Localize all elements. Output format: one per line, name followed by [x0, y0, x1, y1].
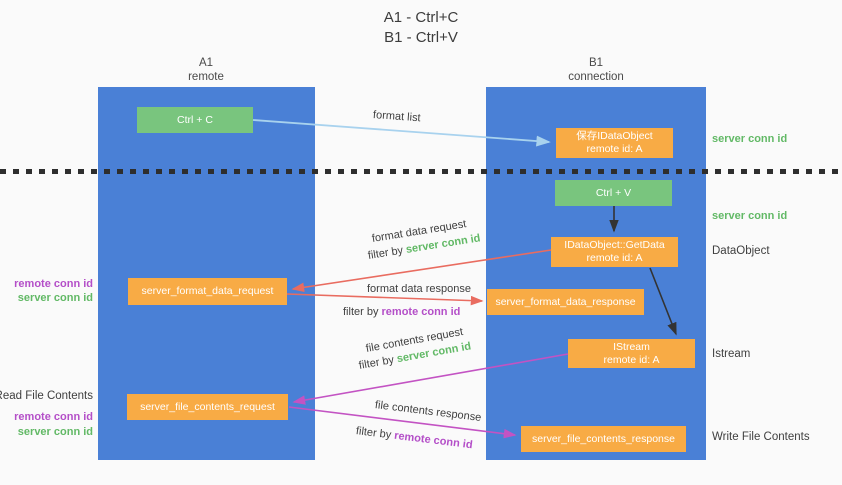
annotation-remote-conn-id-file: remote conn id	[14, 411, 93, 423]
istream-line1: IStream	[613, 340, 650, 353]
annotation-remote-conn-id-format: remote conn id	[14, 278, 93, 290]
server-format-data-response-label: server_format_data_response	[495, 295, 636, 308]
column-b1-role: connection	[568, 71, 624, 83]
column-b1-header: B1 connection	[486, 56, 706, 84]
node-save-idataobject: 保存IDataObject remote id: A	[556, 128, 673, 158]
server-file-contents-request-label: server_file_contents_request	[140, 400, 275, 413]
node-ctrl-v: Ctrl + V	[555, 180, 672, 206]
istream-line2: remote id: A	[603, 353, 660, 366]
label-file-contents-response: file contents response	[374, 399, 482, 424]
column-a1-role: remote	[188, 71, 224, 83]
filter-prefix: filter by	[355, 425, 395, 442]
title-line-1: A1 - Ctrl+C	[383, 9, 459, 26]
annotation-server-conn-id-paste: server conn id	[712, 210, 788, 222]
label-format-list: format list	[372, 109, 421, 125]
ctrl-c-label: Ctrl + C	[177, 113, 213, 126]
node-server-file-contents-request: server_file_contents_request	[127, 394, 288, 420]
annotation-dataobject: DataObject	[712, 245, 770, 257]
node-ctrl-c: Ctrl + C	[137, 107, 253, 133]
page-title: A1 - Ctrl+C B1 - Ctrl+V	[0, 8, 842, 48]
column-a1-header: A1 remote	[97, 56, 315, 84]
node-server-format-data-response: server_format_data_response	[487, 289, 644, 315]
node-server-file-contents-response: server_file_contents_response	[521, 426, 686, 452]
annotation-istream: Istream	[712, 348, 751, 360]
ctrl-v-label: Ctrl + V	[595, 186, 632, 199]
node-idataobject-getdata: IDataObject::GetData remote id: A	[551, 237, 678, 267]
arrow-format-data-response	[286, 293, 484, 306]
node-istream: IStream remote id: A	[568, 339, 695, 368]
label-format-data-response: format data response	[367, 283, 471, 295]
server-file-contents-response-label: server_file_contents_response	[531, 432, 675, 445]
filter-prefix: filter by	[343, 306, 382, 318]
getdata-line2: remote id: A	[586, 252, 643, 264]
server-format-data-request-label: server_format_data_request	[141, 285, 274, 297]
getdata-line1: IDataObject::GetData	[564, 239, 665, 251]
annotation-server-conn-id-file: server conn id	[17, 426, 93, 438]
node-server-format-data-request: server_format_data_request	[128, 278, 287, 305]
save-idataobject-line2: remote id: A	[586, 143, 643, 155]
annotation-server-conn-id-save: server conn id	[712, 133, 788, 145]
filter-key-remote-conn-id: remote conn id	[381, 306, 461, 318]
filter-key-remote-conn-id: remote conn id	[393, 429, 474, 452]
clipboard-divider	[0, 169, 842, 174]
label-filter-file-contents-response: filter by remote conn id	[355, 425, 473, 451]
annotation-write-file-contents: Write File Contents	[712, 431, 810, 443]
column-b1-name: B1	[588, 57, 604, 69]
title-line-2: B1 - Ctrl+V	[384, 29, 458, 46]
annotation-read-file-contents: Read File Contents	[0, 390, 93, 402]
filter-prefix: filter by	[357, 353, 398, 372]
label-filter-format-data-response: filter by remote conn id	[343, 306, 460, 318]
column-a1-name: A1	[198, 57, 214, 69]
annotation-server-conn-id-format: server conn id	[17, 292, 93, 304]
save-idataobject-line1: 保存IDataObject	[576, 130, 653, 142]
filter-prefix: filter by	[367, 244, 407, 262]
